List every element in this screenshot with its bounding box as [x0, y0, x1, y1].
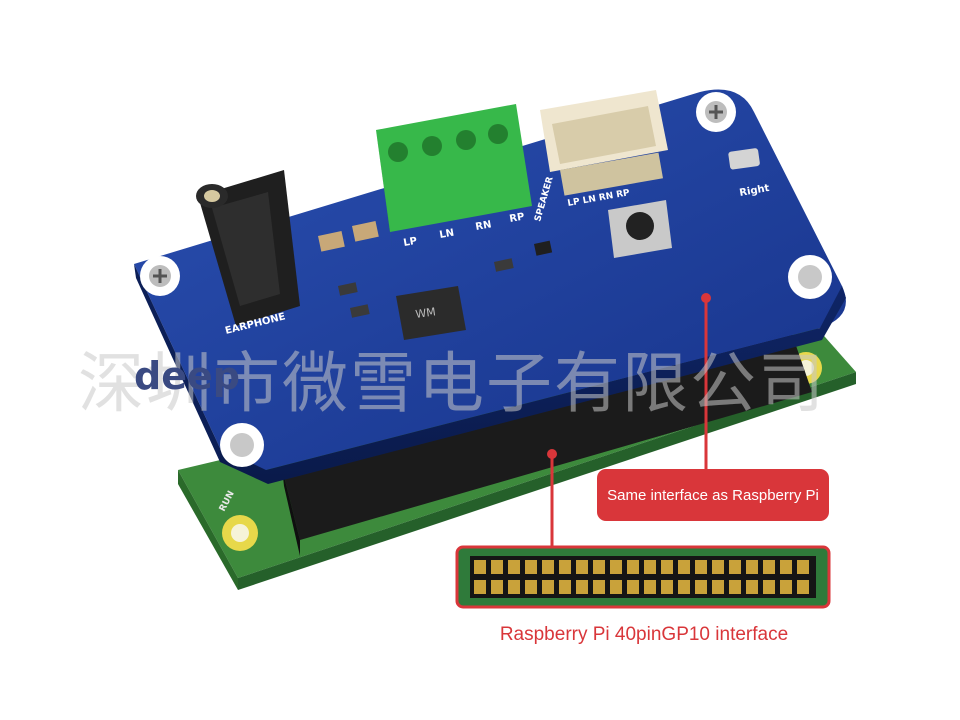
callout-text: Same interface as Raspberry Pi — [607, 486, 819, 504]
mounting-holes — [140, 92, 832, 467]
speaker-connector — [540, 90, 668, 196]
terminal-label-rp: RP — [509, 212, 526, 225]
terminal-label-ln: LN — [439, 228, 455, 241]
female-header-block — [282, 334, 812, 556]
screw-terminal — [376, 104, 532, 246]
push-button — [608, 200, 672, 258]
gpio-pins — [296, 214, 772, 430]
watermark-chinese: 深圳市微雪电子有限公司 — [78, 345, 826, 422]
watermark-latin: deep — [134, 354, 240, 398]
leader-lines — [547, 293, 711, 548]
header-inset — [455, 545, 831, 609]
hat-board — [134, 89, 846, 484]
inset-caption: Raspberry Pi 40pinGP10 interface — [499, 624, 789, 645]
terminal-label-rn: RN — [475, 219, 493, 233]
microphone — [728, 148, 760, 170]
interface-callout: Same interface as Raspberry Pi — [597, 469, 829, 521]
smd-components — [317, 221, 553, 318]
mic-label: Right — [739, 183, 771, 199]
earphone-jack — [196, 170, 300, 326]
terminal-label-lp: LP — [403, 236, 418, 249]
